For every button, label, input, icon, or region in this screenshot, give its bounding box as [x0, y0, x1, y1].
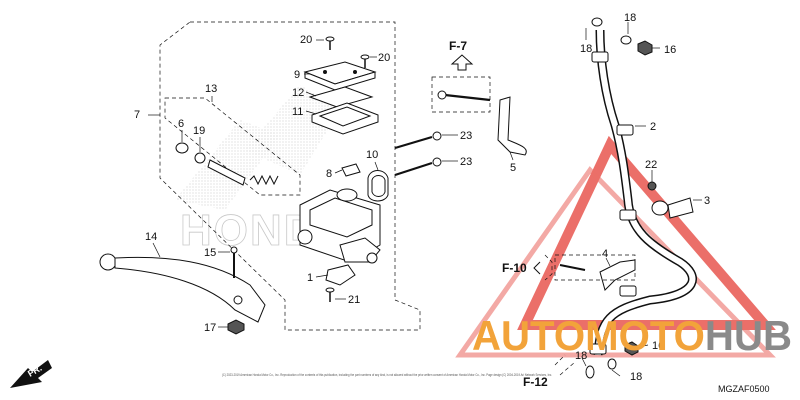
part-label-9: 9: [294, 69, 300, 81]
subassembly-outline-13: [164, 97, 301, 196]
part-label-21: 21: [348, 294, 360, 306]
assembly-outline-7: [159, 21, 421, 331]
copyright-text: (C) 2023-2019 American Honda Motor Co., …: [222, 372, 552, 377]
part-label-22: 22: [645, 159, 657, 171]
dust-boot-6: [175, 142, 189, 154]
f10-bracket: [533, 254, 553, 281]
part-label-3: 3: [704, 195, 710, 207]
part-label-15: 15: [204, 247, 216, 259]
diagram-code: MGZAF0500: [718, 384, 770, 394]
part-label-18-top-b: 18: [624, 12, 636, 24]
screw-20-b: [360, 54, 370, 68]
part-label-14: 14: [145, 231, 157, 243]
bolt-23-a: [394, 131, 442, 150]
washer-18-top-b: [620, 35, 632, 45]
banjo-bolt-16-top: [637, 40, 653, 56]
front-direction-arrow: FR.: [10, 360, 52, 388]
ref-f10[interactable]: F-10: [502, 261, 527, 275]
ref-f7[interactable]: F-7: [449, 39, 467, 53]
watermark-part-2: HUB: [705, 312, 792, 359]
part-label-16-top: 16: [664, 44, 676, 56]
f12-bracket: [554, 354, 576, 376]
piston-spring: [207, 159, 279, 186]
f7-bolt-box: [431, 76, 491, 113]
part-label-2: 2: [650, 121, 656, 133]
part-label-20-b: 20: [378, 52, 390, 64]
part-label-13: 13: [205, 83, 217, 95]
part-label-20-a: 20: [300, 34, 312, 46]
bracket-5: [497, 96, 527, 156]
stop-switch-1: [325, 264, 356, 286]
screw-20-a: [325, 36, 335, 50]
part-label-8: 8: [326, 168, 332, 180]
screw-21: [325, 287, 335, 302]
washer-18-bottom-b: [607, 358, 617, 370]
bolt-22: [647, 181, 657, 191]
washer-18-bottom-a: [585, 365, 595, 379]
watermark-logo: AUTOMOTOHUB: [472, 312, 792, 359]
part-label-23-b: 23: [460, 156, 472, 168]
part-label-19: 19: [193, 125, 205, 137]
washer-18-top-a: [591, 17, 603, 27]
part-label-6: 6: [178, 118, 184, 130]
part-label-4: 4: [602, 248, 608, 260]
nut-17: [227, 319, 245, 335]
hose-clamp-3: [651, 197, 694, 219]
part-label-18-top-a: 18: [580, 43, 592, 55]
part-label-11: 11: [292, 106, 303, 118]
part-label-1: 1: [307, 272, 313, 284]
clamp-holder-10: [367, 170, 389, 202]
arrow-up-f7: [450, 54, 474, 71]
direction-label: FR.: [26, 363, 44, 379]
banjo-bolt-16-bottom: [624, 341, 639, 356]
part-label-16-bottom: 16: [652, 340, 664, 352]
master-cylinder-body: [297, 188, 381, 264]
part-label-23-a: 23: [460, 130, 472, 142]
part-label-18-bottom-b: 18: [630, 371, 642, 383]
leader-lines: [148, 22, 702, 377]
brake-lever-14: [99, 253, 266, 323]
watermark-part-1: AUTOMOTO: [472, 312, 705, 359]
bolt-23-b: [394, 157, 442, 177]
part-label-18-bottom-a: 18: [575, 350, 587, 362]
reservoir-cap-9: [303, 61, 377, 91]
ref-f12[interactable]: F-12: [523, 375, 548, 389]
part-label-10: 10: [366, 149, 378, 161]
brake-switch-8: [341, 163, 361, 177]
part-label-7: 7: [134, 109, 140, 121]
hose-guide-4: [554, 254, 636, 291]
part-label-5: 5: [510, 162, 516, 174]
brake-hose-2: [589, 29, 697, 356]
diaphragm-plate-12: [308, 86, 374, 108]
diaphragm-11: [311, 102, 379, 135]
circlip-19: [194, 152, 206, 164]
part-label-17: 17: [204, 322, 216, 334]
pivot-bolt-15: [230, 246, 238, 278]
part-label-12: 12: [292, 87, 304, 99]
